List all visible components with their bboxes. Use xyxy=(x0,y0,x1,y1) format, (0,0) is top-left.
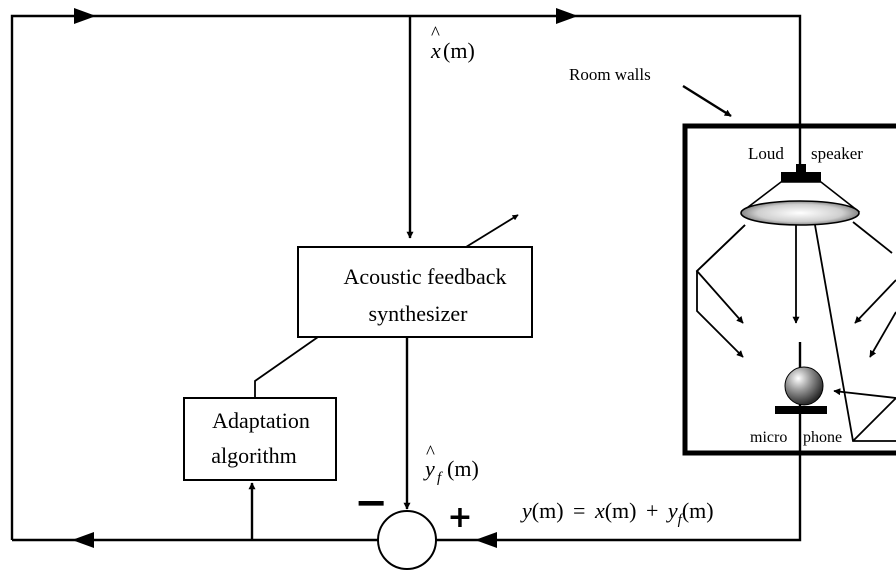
room-walls-label: Room walls xyxy=(569,65,651,84)
reflection-path-3b xyxy=(854,279,896,324)
y-f-hat-symbol: y xyxy=(423,456,435,481)
synthesizer-block[interactable]: Acoustic feedback synthesizer xyxy=(297,246,533,338)
reflection-path-1 xyxy=(695,224,746,324)
summer-plus-sign: + xyxy=(447,500,472,535)
speaker-cone xyxy=(740,200,860,226)
adaptation-block[interactable]: Adaptation algorithm xyxy=(183,397,337,481)
x-hat-label: ^ x (m) xyxy=(430,23,475,63)
y-f-hat-hat: ^ xyxy=(426,442,435,463)
room-walls xyxy=(682,123,896,456)
top-signal-path xyxy=(10,8,802,540)
output-equation: y(m) = x(m) + yf(m) xyxy=(520,498,714,528)
synthesizer-label-line2: synthesizer xyxy=(369,301,469,326)
x-hat-arg: (m) xyxy=(443,38,475,63)
microphone-label-a: micro xyxy=(750,429,787,446)
synth-adapt-link xyxy=(254,336,319,398)
adaptive-arrow xyxy=(465,214,519,248)
y-f-hat-arg: (m) xyxy=(447,456,479,481)
x-hat-symbol: x xyxy=(430,38,441,63)
wall-reflection-link xyxy=(852,397,896,442)
top-arrow-left xyxy=(74,8,96,24)
adaptation-label-line2: algorithm xyxy=(211,443,297,468)
bottom-arrow-left xyxy=(72,532,94,548)
loudspeaker-label-b: speaker xyxy=(811,144,863,163)
y-f-hat-subscript: f xyxy=(437,470,443,486)
summer-minus-sign: − xyxy=(354,480,388,526)
y-f-hat-label: ^ y f (m) xyxy=(423,442,479,486)
microphone xyxy=(775,366,827,414)
x-hat-hat: ^ xyxy=(431,23,440,44)
microphone-label-b: phone xyxy=(803,429,842,446)
reflection-path-2 xyxy=(696,224,746,358)
top-arrow-right xyxy=(556,8,578,24)
wall-reflection-to-mic xyxy=(833,388,896,399)
loudspeaker xyxy=(740,164,861,226)
adaptation-label-line1: Adaptation xyxy=(212,408,310,433)
acoustic-paths xyxy=(695,221,896,442)
room-walls-pointer-arrow xyxy=(682,84,732,118)
bottom-arrow-right xyxy=(475,532,497,548)
reflection-path-4 xyxy=(869,311,896,358)
synthesizer-label-line1: Acoustic feedback xyxy=(343,264,506,289)
loudspeaker-label-a: Loud xyxy=(748,144,784,163)
output-equation-text: y(m) = x(m) + yf(m) xyxy=(520,498,714,528)
reflection-path-3a xyxy=(852,221,893,254)
